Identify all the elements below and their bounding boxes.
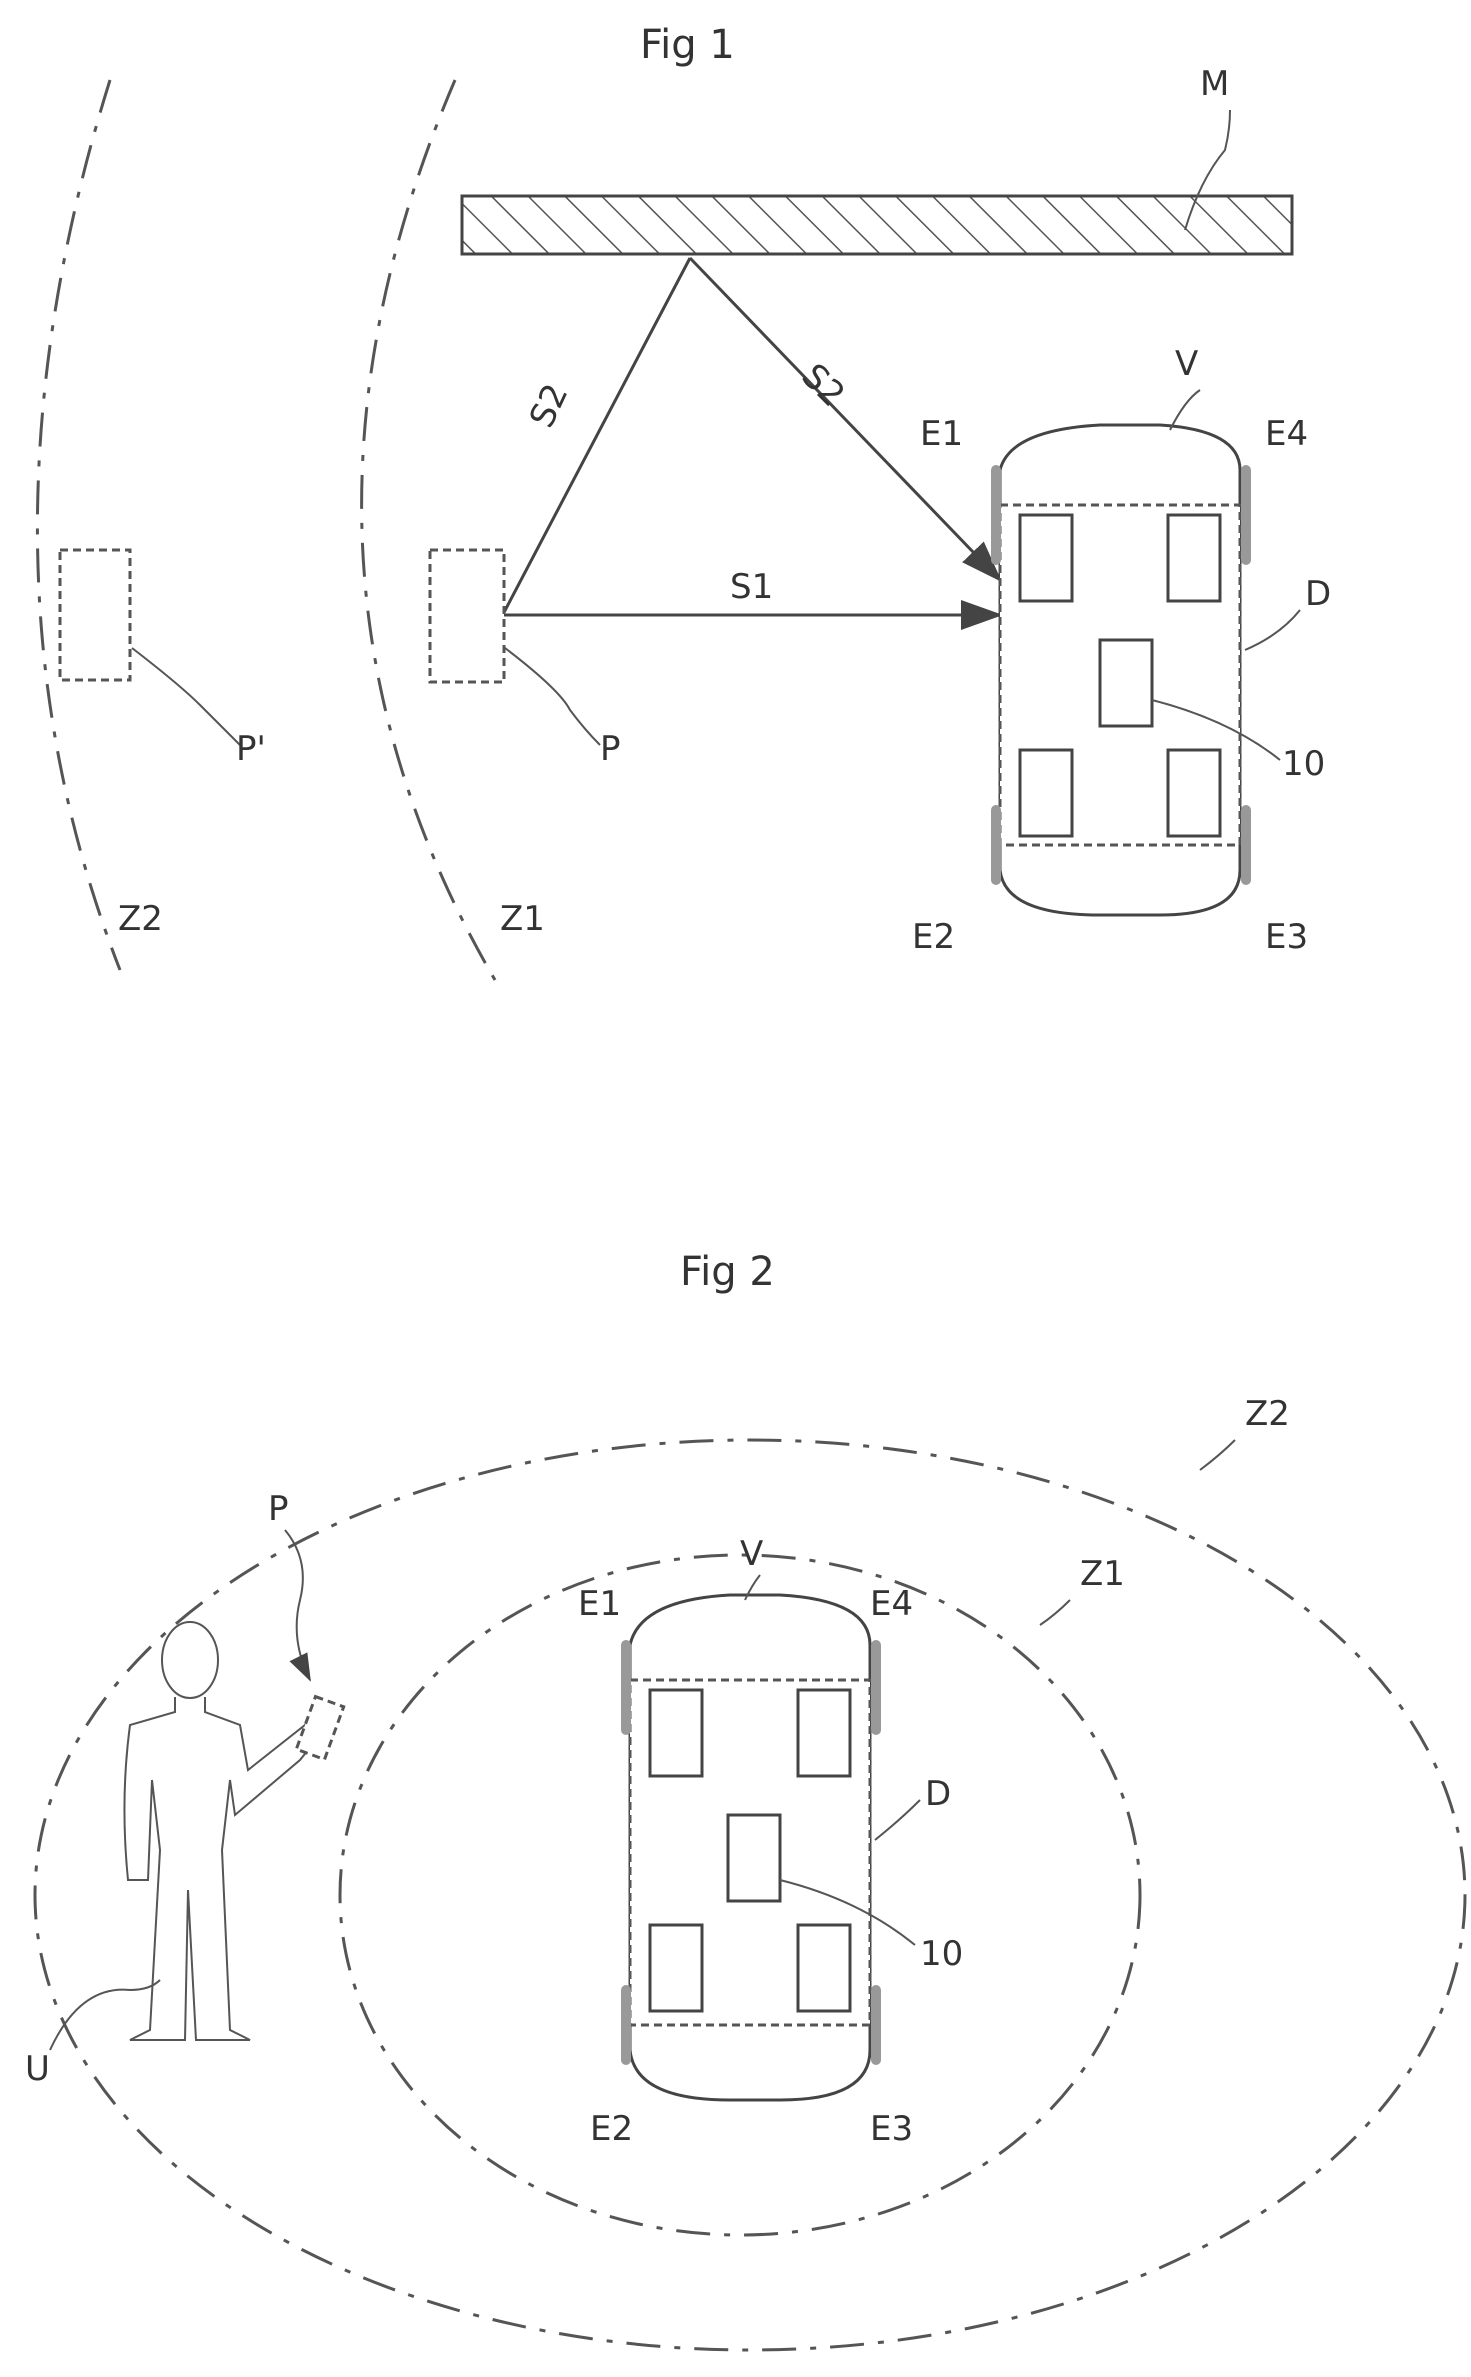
leader-d [1245, 610, 1300, 650]
label-e1: E1 [920, 414, 963, 454]
figure-1: Fig 1 Z2 Z1 M S1 S2 S2 P P' [37, 22, 1331, 980]
seat-rear-left [1020, 750, 1072, 836]
label-d-fig2: D [925, 1774, 951, 1814]
handheld-device-p [296, 1697, 343, 1760]
label-e2-fig2: E2 [590, 2109, 633, 2149]
user-figure [124, 1622, 343, 2040]
label-z2-fig2: Z2 [1245, 1394, 1290, 1434]
leader-d-fig2 [875, 1800, 920, 1840]
seat-front-left-fig2 [650, 1690, 702, 1776]
leader-p-prime [132, 648, 240, 745]
leader-z1 [1040, 1600, 1070, 1625]
label-device-10: 10 [1282, 744, 1325, 784]
user-head [162, 1622, 218, 1698]
figure-2-title: Fig 2 [680, 1249, 775, 1295]
label-v: V [1175, 344, 1198, 384]
label-d: D [1305, 574, 1331, 614]
label-p-fig2: P [268, 1489, 289, 1529]
vehicle-fig1 [996, 425, 1246, 915]
label-s2: S2 [794, 356, 853, 415]
leader-z2 [1200, 1440, 1235, 1470]
label-e4-fig2: E4 [870, 1584, 913, 1624]
wall-m [462, 196, 1292, 254]
label-device-10-fig2: 10 [920, 1934, 963, 1974]
label-p-prime: P' [236, 729, 266, 769]
label-z1: Z1 [500, 899, 545, 939]
central-unit-10-fig2 [728, 1815, 780, 1901]
portable-device-p-prime [60, 550, 130, 680]
user-body [124, 1697, 320, 2040]
label-e3-fig2: E3 [870, 2109, 913, 2149]
seat-rear-right-fig2 [798, 1925, 850, 2011]
seat-front-left [1020, 515, 1072, 601]
label-p: P [600, 729, 621, 769]
seat-front-right [1168, 515, 1220, 601]
seat-front-right-fig2 [798, 1690, 850, 1776]
label-s1: S1 [730, 567, 773, 607]
label-u: U [25, 2049, 50, 2089]
label-z2: Z2 [118, 899, 163, 939]
label-v-fig2: V [740, 1534, 763, 1574]
leader-p [505, 648, 600, 745]
label-s2-wall: S2 [522, 378, 577, 434]
zone-z2-arc [37, 80, 120, 970]
central-unit-10 [1100, 640, 1152, 726]
label-e3: E3 [1265, 917, 1308, 957]
vehicle-fig2 [626, 1595, 876, 2100]
seat-rear-right [1168, 750, 1220, 836]
label-m: M [1200, 64, 1229, 104]
leader-v [1170, 390, 1200, 430]
figure-2: Fig 2 Z2 Z1 P U E1 [25, 1249, 1465, 2350]
signal-s2-to-wall [500, 258, 690, 620]
label-e1-fig2: E1 [578, 1584, 621, 1624]
label-e2: E2 [912, 917, 955, 957]
leader-p-fig2 [285, 1530, 310, 1680]
portable-device-p [430, 550, 504, 682]
figure-1-title: Fig 1 [640, 22, 735, 68]
seat-rear-left-fig2 [650, 1925, 702, 2011]
label-z1-fig2: Z1 [1080, 1554, 1125, 1594]
label-e4: E4 [1265, 414, 1308, 454]
